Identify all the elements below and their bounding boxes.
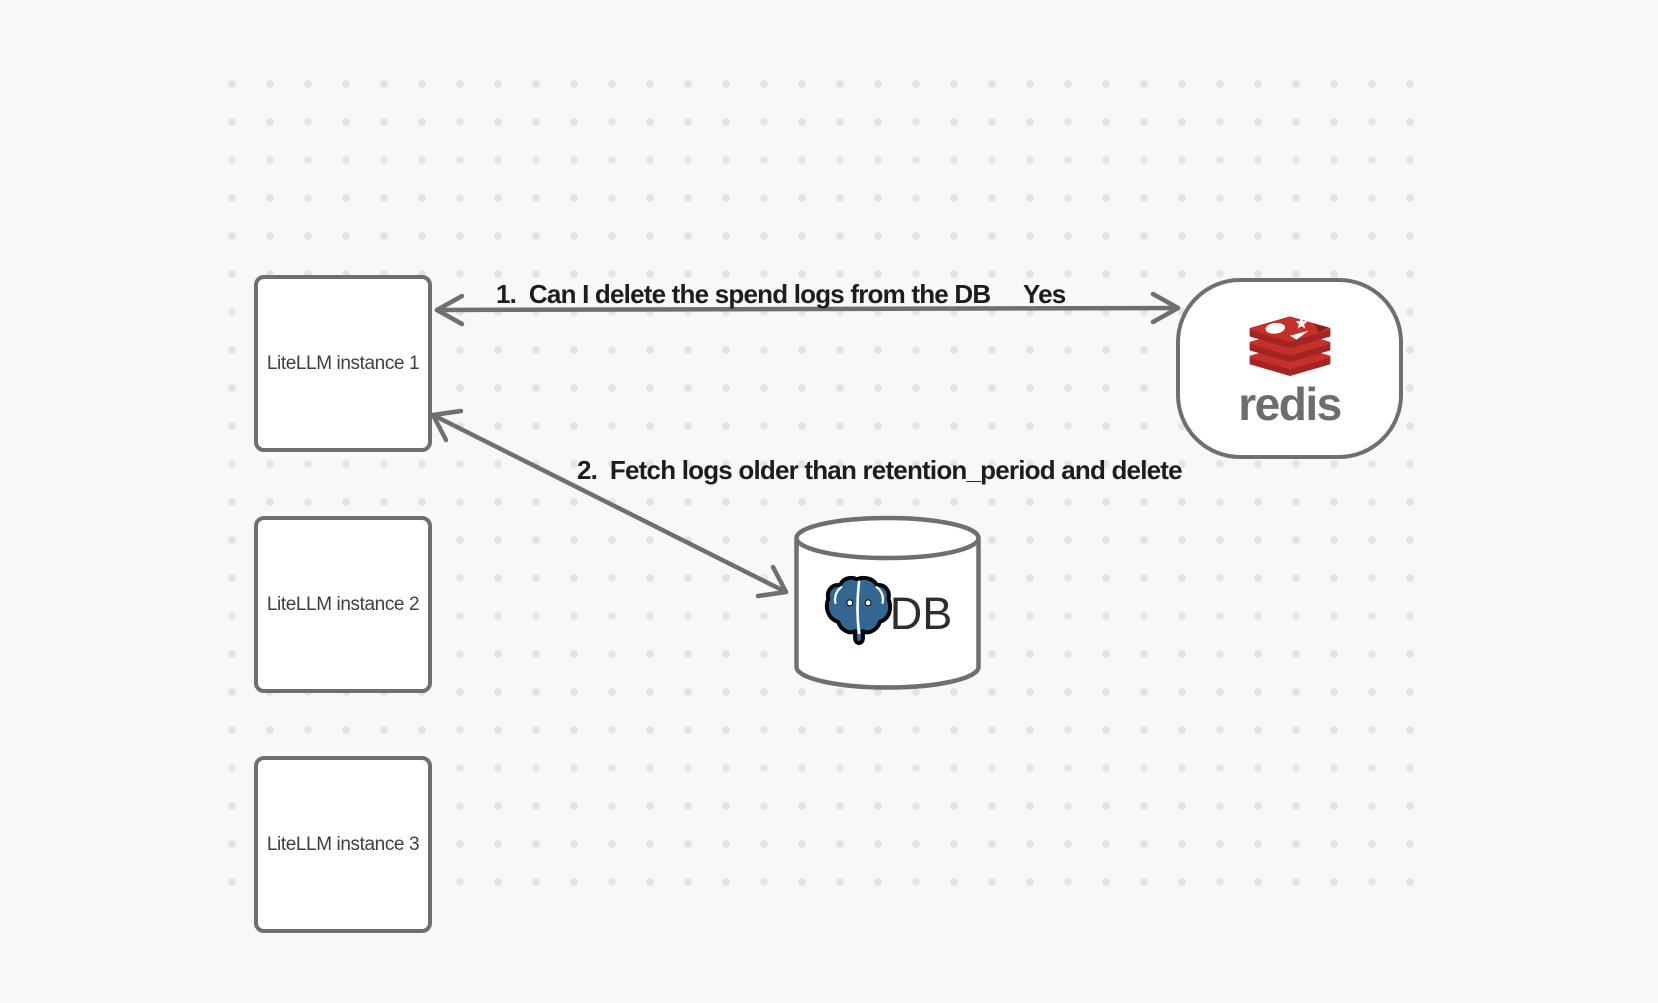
- redis-logo-icon: [1249, 316, 1330, 376]
- litellm-instance-1-label: LiteLLM instance 1: [266, 352, 420, 374]
- redis-node: redis: [1176, 278, 1403, 459]
- litellm-instance-3-node: LiteLLM instance 3: [254, 756, 432, 933]
- litellm-instance-3-label: LiteLLM instance 3: [266, 833, 420, 855]
- arrow-1-response-label: Yes: [1023, 279, 1066, 309]
- redis-wordmark: redis: [1238, 378, 1342, 430]
- db-label: DB: [889, 588, 953, 639]
- litellm-instance-2-node: LiteLLM instance 2: [254, 516, 432, 693]
- postgresql-logo-icon: [824, 575, 892, 646]
- litellm-instance-2-label: LiteLLM instance 2: [266, 593, 420, 615]
- litellm-instance-1-node: LiteLLM instance 1: [254, 275, 432, 452]
- arrow-2-label: 2. Fetch logs older than retention_perio…: [577, 455, 1183, 485]
- arrow-1-label: 1. Can I delete the spend logs from the …: [496, 279, 991, 309]
- db-node: DB: [794, 515, 981, 691]
